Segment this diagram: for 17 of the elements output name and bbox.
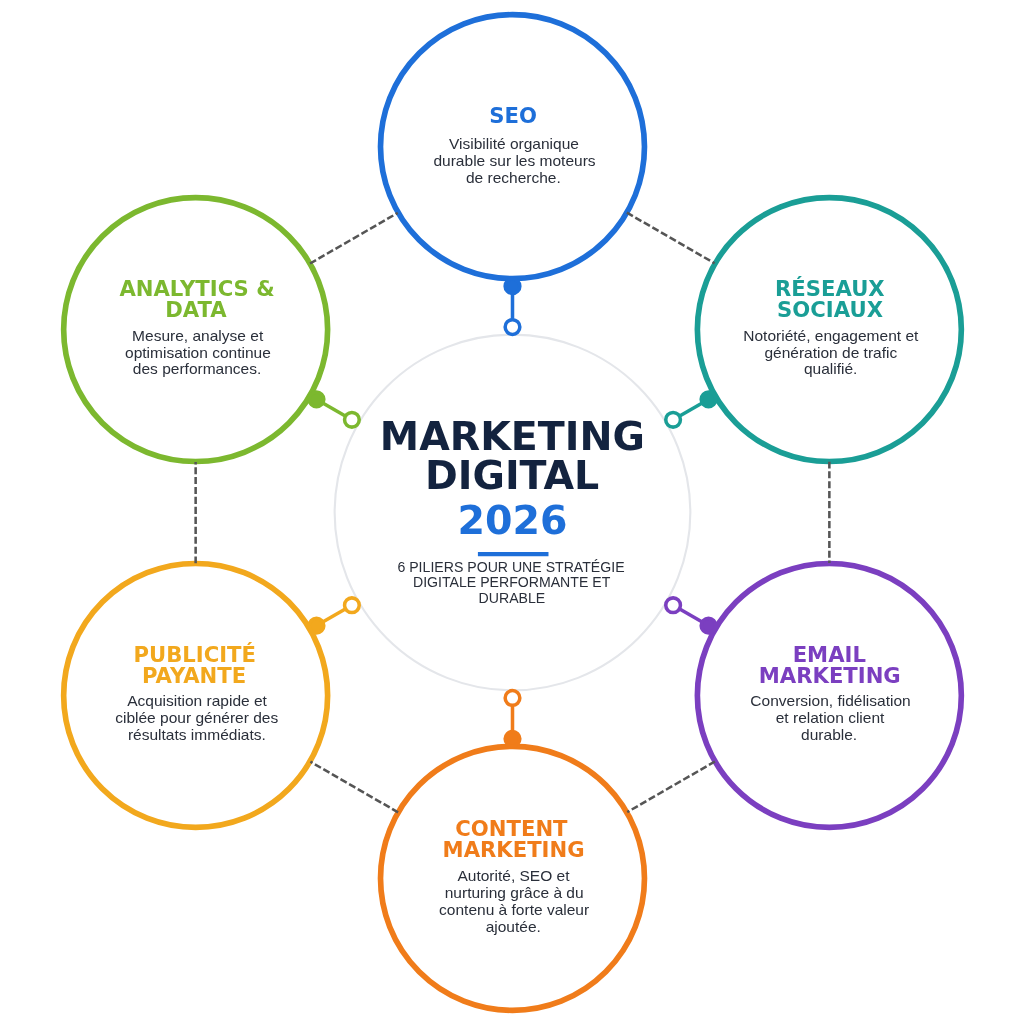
connector [306, 595, 361, 635]
node-circle: ANALYTICS & DATA Mesure, analyse et optimisation continue des performances. [60, 194, 330, 464]
node-circle: PUBLICITÉ PAYANTE Acquisition rapide et ciblée pour générer des résultats immédiats. [60, 560, 330, 830]
node-circle: CONTENT MARKETING Autorité, SEO et nurturing grâce à du contenu à forte valeur ajoutée. [377, 743, 647, 1013]
node-circle: SEO Visibilité organique durable sur les moteurs de recherche. [377, 11, 647, 281]
connector [625, 211, 715, 264]
connector [827, 461, 831, 563]
connector [193, 461, 197, 563]
connector [306, 389, 361, 429]
connector [309, 760, 399, 813]
connector [663, 389, 718, 429]
node-circle: MARKETING DIGITAL 2026 6 PILIERS POUR UNE STRATÉGIE DIGITALE PERFORMANTE ET DURABLE [333, 333, 691, 691]
connector [663, 595, 718, 635]
node-circle: EMAIL MARKETING Conversion, fidélisation et relation client durable. [694, 560, 964, 830]
node-circle: RÉSEAUX SOCIAUX Notoriété, engagement et génération de trafic qualifié. [694, 194, 964, 464]
connector [626, 759, 716, 813]
connector [308, 211, 398, 265]
